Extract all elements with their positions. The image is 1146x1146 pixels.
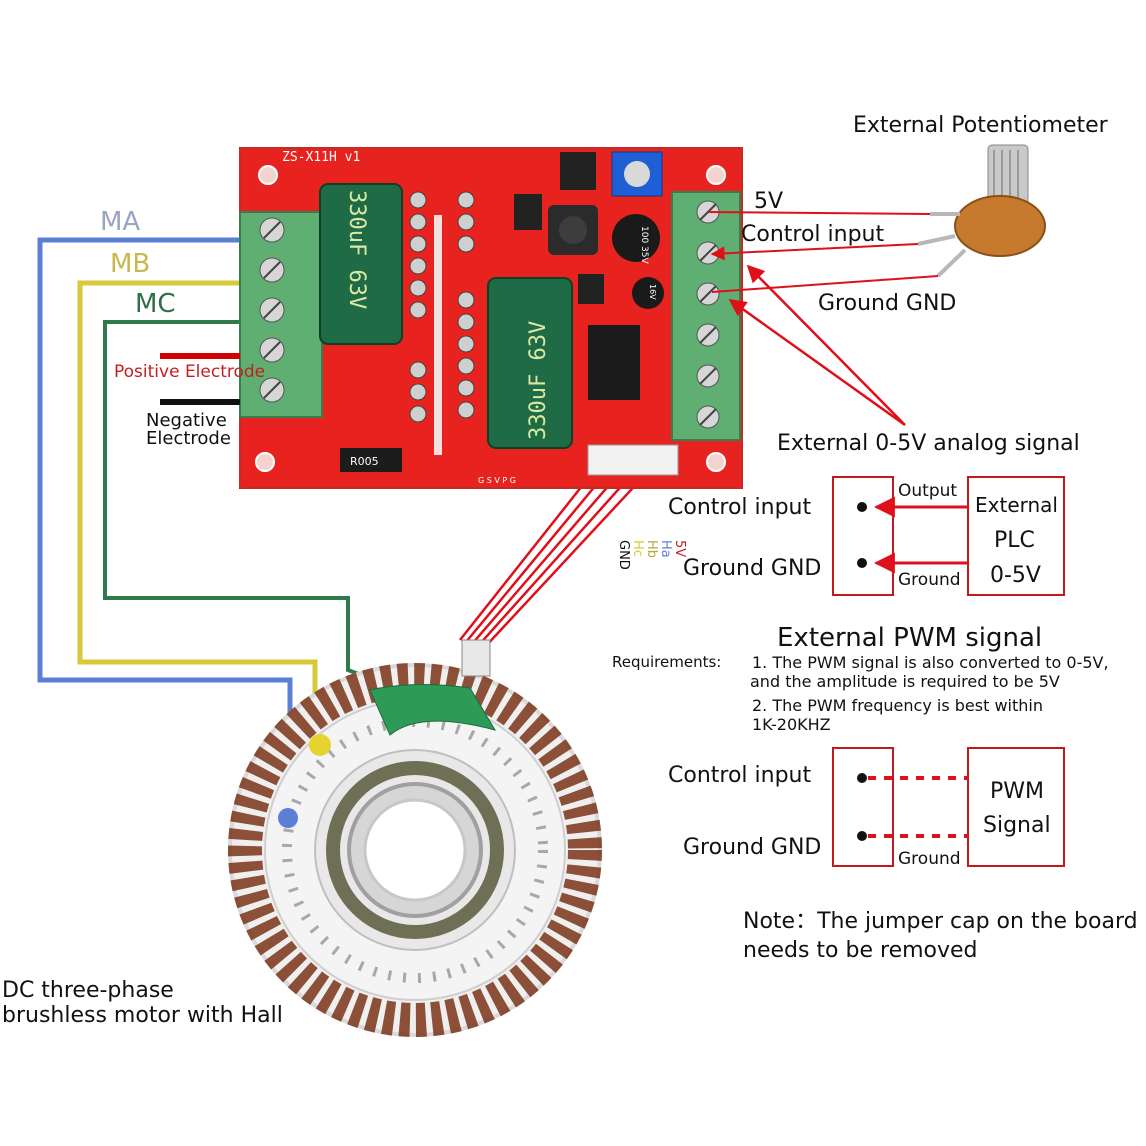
pwm-box-line2: Signal [983, 813, 1051, 838]
note-line-2: needs to be removed [743, 938, 978, 963]
pot-title: External Potentiometer [853, 113, 1109, 138]
plc-control-label: Control input [668, 495, 811, 520]
header-pin-labels: G S V P G [478, 476, 516, 485]
note-line-1: Note：The jumper cap on the board [743, 909, 1138, 934]
pwm-req-2b: 1K-20KHZ [752, 715, 831, 734]
pwm-box-line1: PWM [990, 779, 1044, 804]
mb-label: MB [110, 249, 150, 279]
plc-box-line2: PLC [994, 528, 1035, 553]
control-terminal-block [671, 191, 741, 441]
board-slot [434, 215, 442, 455]
svg-text:Hb: Hb [644, 540, 659, 558]
control-terminal-screws [696, 200, 720, 429]
pot-5v-line [707, 211, 931, 215]
ma-connection-dot [278, 808, 298, 828]
board-model-text: ZS-X11H v1 [282, 150, 360, 165]
plc-box-line1: External [975, 493, 1058, 517]
mount-hole [258, 165, 278, 185]
motor-caption-line-1: DC three-phase [2, 978, 174, 1003]
driver-board: ZS-X11H v1 330uF 63V [239, 147, 743, 489]
mc-label: MC [135, 289, 176, 319]
mount-hole [255, 452, 275, 472]
motor-terminal-screws [259, 217, 285, 403]
pot-control-line [710, 243, 919, 261]
mb-connection-dot [309, 734, 331, 756]
pwm-req-1a: 1. The PWM signal is also converted to 0… [752, 653, 1109, 672]
svg-text:R005: R005 [350, 455, 379, 468]
plc-wiring [832, 476, 1065, 596]
pwm-ground-label: Ground GND [683, 835, 821, 860]
ma-label: MA [100, 207, 140, 237]
pwm-title: External PWM signal [777, 623, 1042, 653]
pot-5v-label: 5V [754, 189, 783, 214]
svg-text:16V: 16V [648, 284, 657, 300]
negative-electrode-label-1: Negative [146, 410, 227, 431]
svg-text:330uF 63V: 330uF 63V [344, 190, 369, 309]
regulator-chip [560, 152, 596, 190]
svg-text:330uF 63V: 330uF 63V [526, 321, 551, 440]
svg-text:Positive Electrode: Positive Electrode [114, 362, 265, 382]
mb-wire [77, 280, 318, 745]
shunt-resistor [340, 448, 402, 472]
mosfet [578, 274, 604, 304]
mount-hole [706, 165, 726, 185]
hall-wires [459, 461, 658, 649]
plc-ground-small-label: Ground [898, 570, 961, 590]
pwm-ground-small-label: Ground [898, 849, 961, 869]
bldc-motor [228, 639, 602, 1037]
small-capacitor-1: 100 35V [612, 214, 660, 264]
pwm-req-label: Requirements: [612, 653, 721, 671]
svg-text:5V: 5V [672, 540, 687, 557]
capacitor-center: 330uF 63V [487, 277, 573, 449]
mount-hole [706, 452, 726, 472]
external-potentiometer [917, 144, 1046, 278]
diode [514, 194, 542, 230]
negative-electrode-label-2: Electrode [146, 428, 231, 449]
pwm-req-1b: and the amplitude is required to be 5V [750, 672, 1060, 691]
driver-ic [588, 325, 640, 400]
plc-output-label: Output [898, 481, 957, 501]
svg-text:GND: GND [616, 540, 631, 570]
plc-box-line3: 0-5V [990, 563, 1041, 588]
pot-ground-label: Ground GND [818, 291, 956, 316]
analog-signal-label: External 0-5V analog signal [777, 431, 1080, 456]
positive-electrode-label: Positive Electrode [114, 362, 265, 382]
analog-arrow-1 [746, 264, 906, 426]
small-capacitor-2: 16V [632, 277, 664, 309]
pwm-req-2a: 2. The PWM frequency is best within [752, 696, 1043, 715]
hall-connector [587, 444, 679, 476]
pwm-wiring [832, 747, 1065, 867]
pot-ground-line [711, 275, 939, 293]
plc-ground-label: Ground GND [683, 556, 821, 581]
pot-control-label: Control input [741, 222, 884, 247]
analog-arrow-2 [728, 298, 906, 427]
hall-signal-labels: 5V Ha Hb Hc GND [616, 540, 687, 570]
mosfet-pads [409, 191, 475, 423]
pwm-control-label: Control input [668, 763, 811, 788]
svg-text:100 35V: 100 35V [639, 226, 649, 264]
svg-text:Ha: Ha [658, 540, 673, 558]
svg-text:Hc: Hc [630, 540, 645, 557]
capacitor-left: 330uF 63V [319, 183, 403, 345]
motor-caption-line-2: brushless motor with Hall [2, 1003, 283, 1028]
